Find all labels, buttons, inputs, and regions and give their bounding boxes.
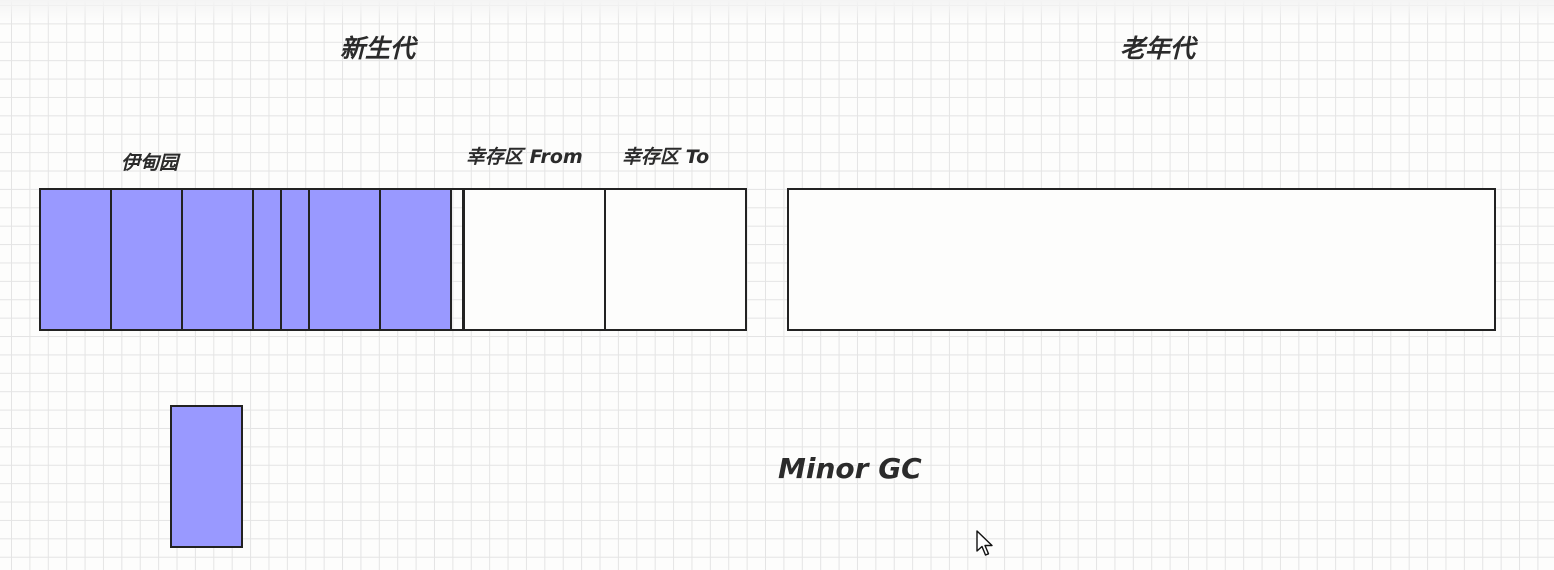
eden-object-2 — [110, 188, 183, 331]
eden-object-1 — [39, 188, 112, 331]
eden-object-3 — [181, 188, 254, 331]
eden-object-7 — [379, 188, 452, 331]
old-generation-region — [787, 188, 1496, 331]
eden-label: 伊甸园 — [121, 152, 179, 174]
new-object-block — [170, 405, 243, 548]
survivor-from-label: 幸存区 From — [466, 146, 583, 168]
eden-object-6 — [308, 188, 381, 331]
eden-object-4 — [252, 188, 282, 331]
survivor-to-region — [604, 188, 747, 331]
old-generation-title: 老年代 — [1120, 34, 1196, 63]
top-shade — [0, 0, 1554, 22]
minor-gc-label: Minor GC — [778, 452, 922, 485]
survivor-from-region — [463, 188, 606, 331]
survivor-to-label: 幸存区 To — [622, 146, 710, 168]
eden-object-5 — [280, 188, 310, 331]
mouse-pointer-icon — [976, 530, 993, 556]
young-generation-title: 新生代 — [340, 34, 416, 63]
